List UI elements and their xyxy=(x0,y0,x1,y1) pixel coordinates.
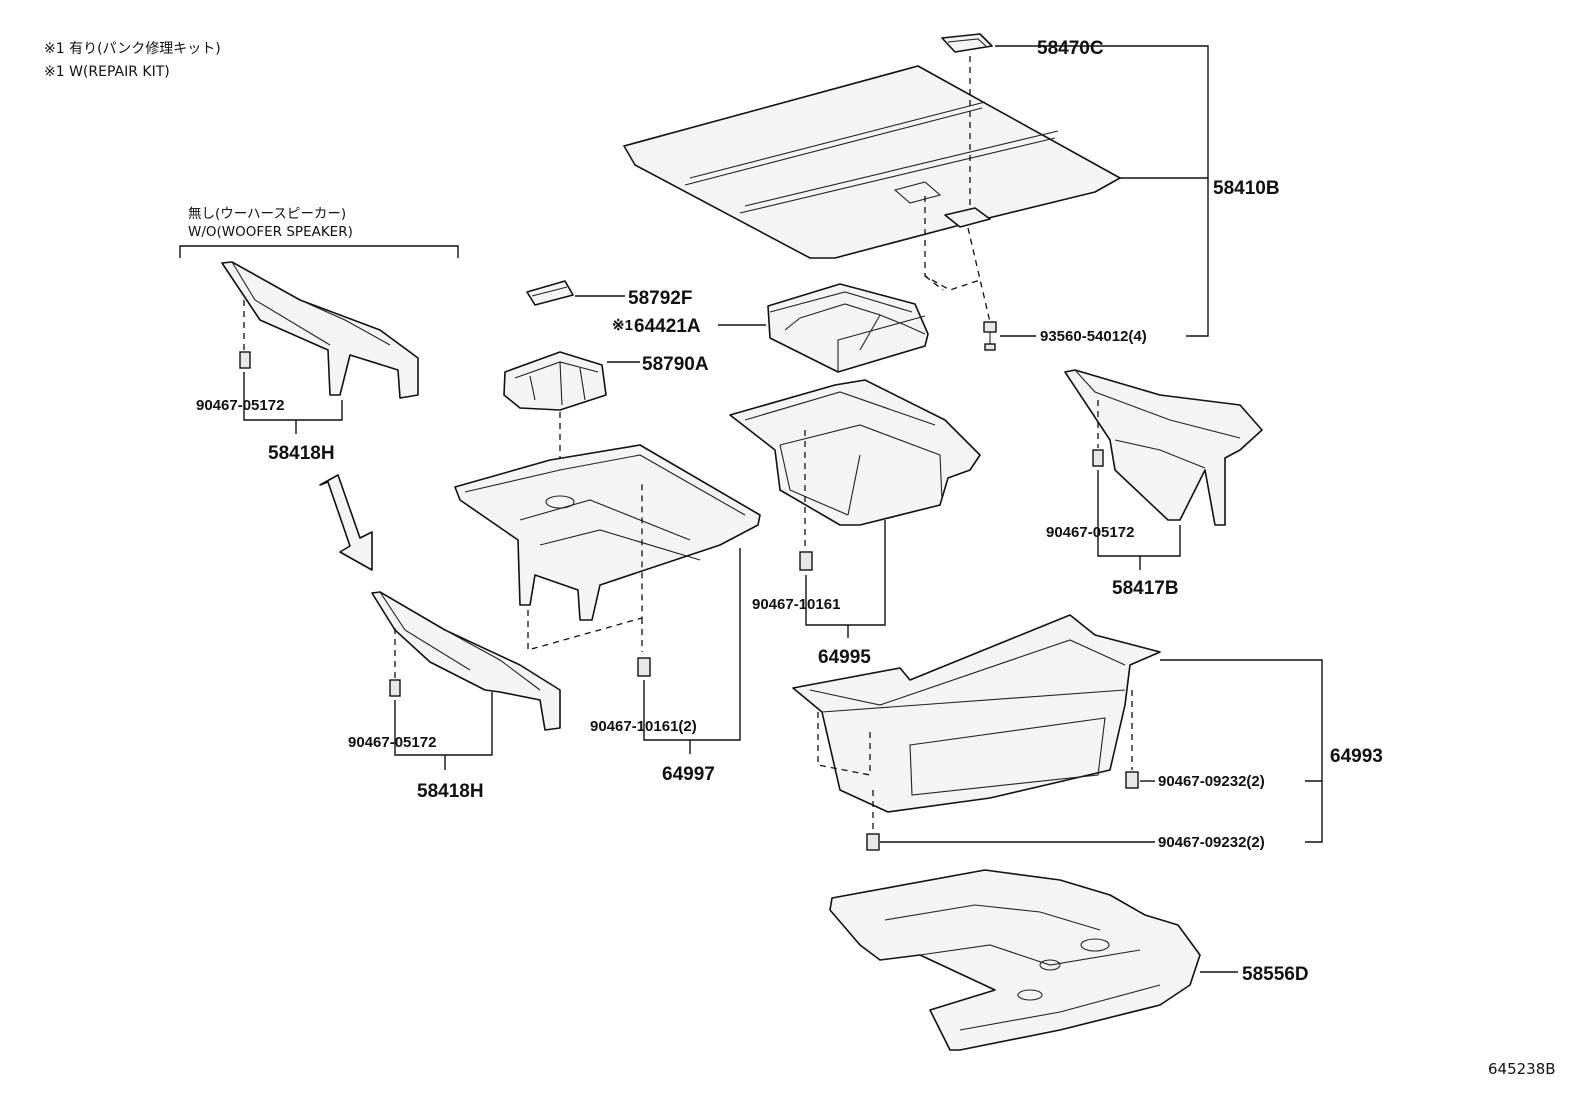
label-64421A: 64421A xyxy=(634,316,701,337)
deck-box-64993[interactable] xyxy=(792,614,1161,813)
clip-90467-05172-c[interactable] xyxy=(1092,449,1104,467)
label-90467-09232-b: 90467-09232(2) xyxy=(1158,834,1265,851)
note-repair-kit-en: ※1 W(REPAIR KIT) xyxy=(44,64,170,80)
label-64995: 64995 xyxy=(818,647,871,668)
arrow-icon xyxy=(319,474,373,571)
clip-90467-05172-a[interactable] xyxy=(239,351,251,369)
cover-58470C[interactable] xyxy=(941,33,993,53)
clip-93560[interactable] xyxy=(983,321,997,351)
side-trim-58417B[interactable] xyxy=(1064,369,1263,526)
label-58418H-a: 58418H xyxy=(268,443,335,464)
label-58417B: 58417B xyxy=(1112,578,1179,599)
note-repair-kit-jp: ※1 有り(パンク修理キット) xyxy=(44,41,221,57)
diagram-id: 645238B xyxy=(1488,1060,1556,1078)
label-wo-woofer-jp: 無し(ウーハースピーカー) xyxy=(188,206,346,222)
base-tray-64997[interactable] xyxy=(454,444,761,621)
label-90467-05172-c: 90467-05172 xyxy=(1046,524,1134,541)
label-58410B: 58410B xyxy=(1213,178,1280,199)
deck-board-58410B[interactable] xyxy=(623,65,1121,259)
clip-90467-09232-b[interactable] xyxy=(866,833,880,851)
label-90467-05172-a: 90467-05172 xyxy=(196,397,284,414)
label-58418H-b: 58418H xyxy=(417,781,484,802)
cover-58792F[interactable] xyxy=(526,280,574,306)
clip-90467-09232-a[interactable] xyxy=(1125,771,1139,789)
label-93560-54012: 93560-54012(4) xyxy=(1040,328,1147,345)
label-90467-10161-2: 90467-10161(2) xyxy=(590,718,697,735)
tub-64995[interactable] xyxy=(729,379,981,526)
label-58792F: 58792F xyxy=(628,288,692,309)
side-trim-58418H-upper[interactable] xyxy=(221,261,419,399)
floor-mat-58556D[interactable] xyxy=(829,869,1201,1051)
label-58556D: 58556D xyxy=(1242,964,1309,985)
clip-90467-05172-b[interactable] xyxy=(389,679,401,697)
label-58470C: 58470C xyxy=(1037,38,1104,59)
label-58790A: 58790A xyxy=(642,354,709,375)
clip-90467-10161-2[interactable] xyxy=(637,657,651,677)
label-mark-1: ※1 xyxy=(612,317,633,334)
label-90467-10161: 90467-10161 xyxy=(752,596,840,613)
tray-64421A[interactable] xyxy=(767,283,929,373)
clip-90467-10161[interactable] xyxy=(799,551,813,571)
label-64993: 64993 xyxy=(1330,746,1383,767)
side-trim-58418H-lower[interactable] xyxy=(371,591,561,731)
label-90467-09232-a: 90467-09232(2) xyxy=(1158,773,1265,790)
holder-58790A[interactable] xyxy=(503,351,607,411)
label-90467-05172-b: 90467-05172 xyxy=(348,734,436,751)
label-64997: 64997 xyxy=(662,764,715,785)
label-wo-woofer-en: W/O(WOOFER SPEAKER) xyxy=(188,224,353,240)
